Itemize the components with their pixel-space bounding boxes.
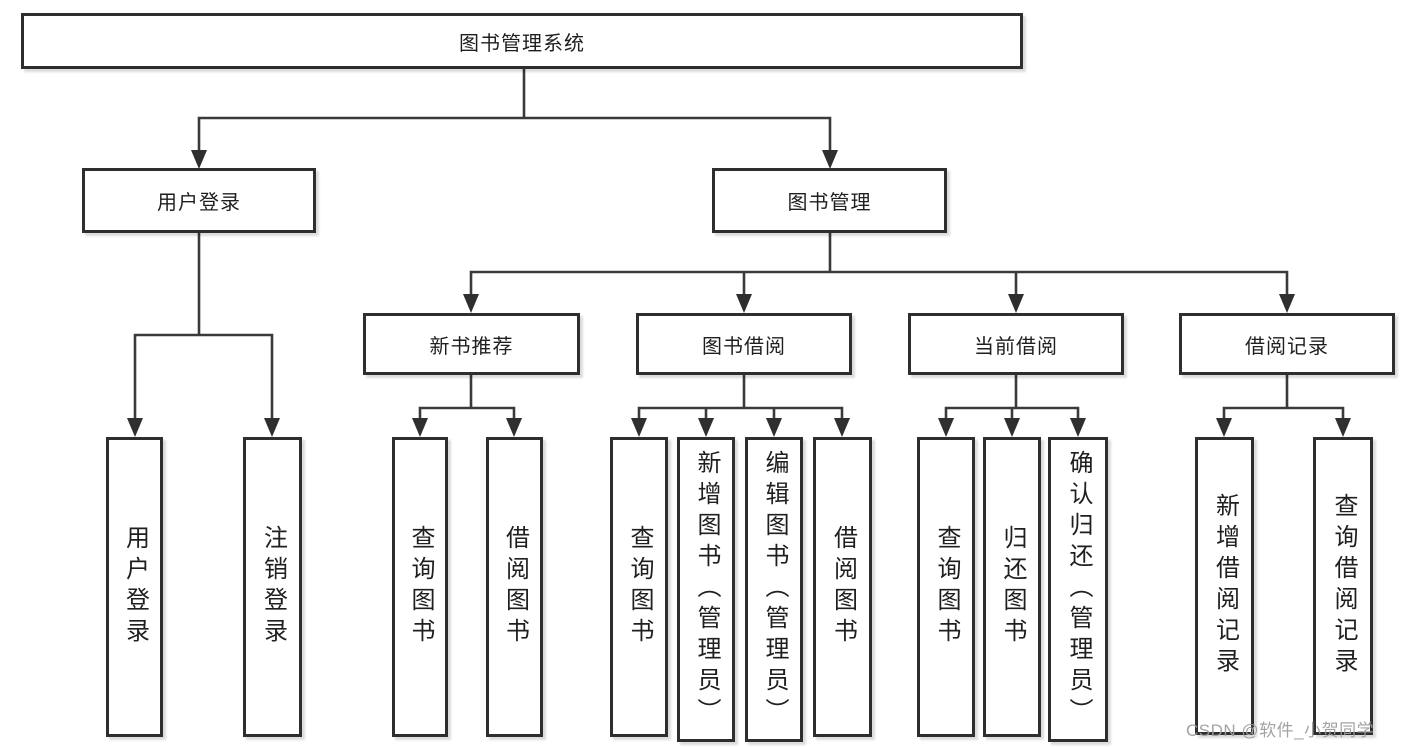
node-book-borrow: 图书借阅 (636, 313, 852, 375)
leaf-return-book: 归还图书 (983, 437, 1041, 737)
leaf-edit-book-admin: 编辑图书（管理员） (745, 437, 803, 742)
leaf-add-borrow-record: 新增借阅记录 (1195, 437, 1254, 735)
node-book-management-group: 图书管理 (712, 168, 947, 233)
node-new-book-recommend: 新书推荐 (363, 313, 580, 375)
node-borrow-record: 借阅记录 (1179, 313, 1395, 375)
leaf-borrow-book: 借阅图书 (813, 437, 872, 737)
leaf-add-book-admin: 新增图书（管理员） (677, 437, 735, 742)
wire-new-book-branch (418, 375, 516, 420)
leaf-user-login: 用户登录 (106, 437, 163, 737)
leaf-borrow-book-recommend: 借阅图书 (486, 437, 543, 737)
leaf-query-book-current: 查询图书 (917, 437, 975, 737)
node-user-login-group: 用户登录 (82, 168, 316, 233)
wire-book-mgmt-branch (469, 233, 1289, 296)
leaf-query-borrow-record: 查询借阅记录 (1313, 437, 1373, 735)
leaf-query-book-borrow: 查询图书 (610, 437, 668, 737)
leaf-confirm-return-admin: 确认归还（管理员） (1048, 437, 1108, 742)
wire-current-borrow-branch (944, 375, 1080, 420)
node-current-borrow: 当前借阅 (908, 313, 1124, 375)
wire-user-login-branch (133, 233, 274, 420)
wire-root-branch (197, 69, 832, 152)
wire-book-borrow-branch (637, 375, 844, 420)
watermark: CSDN @软件_小贺同学 (1186, 721, 1375, 740)
wire-borrow-record-branch (1222, 375, 1345, 420)
node-root-system: 图书管理系统 (21, 13, 1023, 69)
leaf-logout: 注销登录 (243, 437, 302, 737)
leaf-query-book-recommend: 查询图书 (392, 437, 448, 737)
